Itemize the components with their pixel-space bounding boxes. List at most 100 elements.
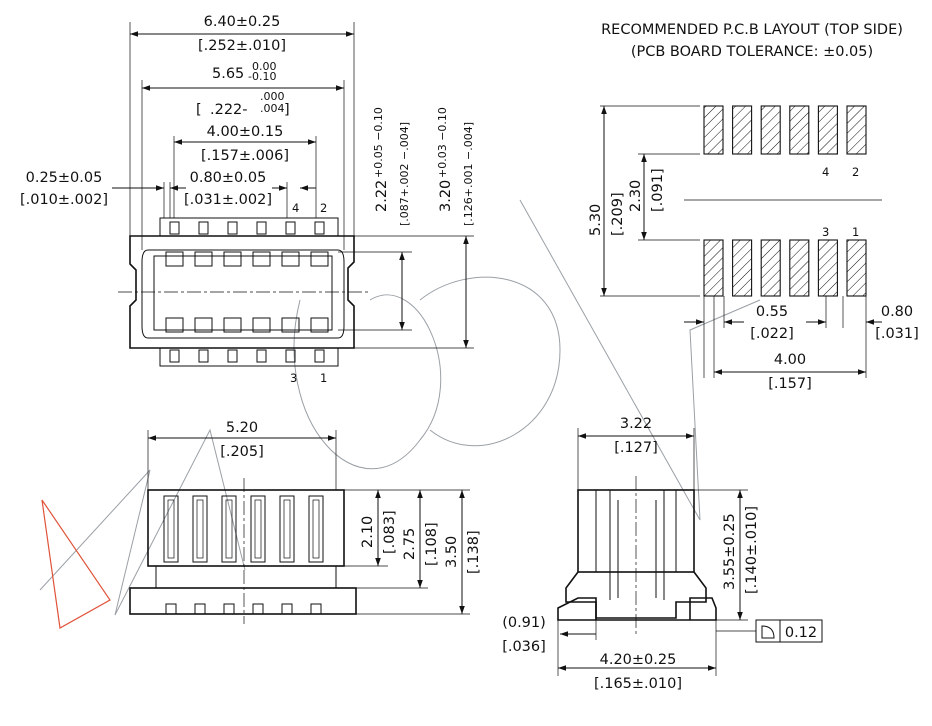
dim-pcb-total-height-inch: [.209] bbox=[610, 192, 626, 236]
svg-text:2.10: 2.10 bbox=[360, 516, 376, 548]
svg-text:-0.10: -0.10 bbox=[248, 70, 276, 83]
bottom-contact-pad bbox=[281, 317, 300, 333]
svg-text:2.75: 2.75 bbox=[402, 528, 418, 560]
top-contact-pad bbox=[194, 251, 213, 267]
front-slot bbox=[163, 495, 179, 563]
profile-of-surface-icon bbox=[761, 625, 775, 639]
svg-text:2.30: 2.30 bbox=[628, 180, 644, 212]
bottom-contact-pad bbox=[310, 317, 329, 333]
svg-text:[.140±.010]: [.140±.010] bbox=[744, 506, 760, 594]
bottom-contact-pad bbox=[223, 317, 242, 333]
dim-height-3-20-inch: [.126+.001 −.004] bbox=[462, 122, 475, 226]
dim-side-base-width: 4.20±0.25 bbox=[600, 652, 677, 668]
front-slot bbox=[221, 495, 237, 563]
bottom-contact-lead bbox=[169, 349, 180, 363]
top-contact-pad bbox=[223, 251, 242, 267]
front-foot bbox=[310, 603, 322, 615]
top-contact-pad bbox=[252, 251, 271, 267]
dim-front-h3-inch: [.138] bbox=[466, 530, 482, 574]
dim-front-h1: 2.10 bbox=[360, 516, 376, 548]
bottom-contact-lead bbox=[227, 349, 238, 363]
top-contact-pad bbox=[281, 251, 300, 267]
pcb-pin-label-3: 3 bbox=[822, 225, 829, 239]
svg-text:.004: .004 bbox=[260, 102, 285, 115]
front-foot bbox=[223, 603, 235, 615]
svg-text:.000: .000 bbox=[260, 90, 285, 103]
top-contact-lead bbox=[314, 221, 325, 235]
top-contact-pad bbox=[310, 251, 329, 267]
dim-pcb-row-gap: 2.30 bbox=[628, 180, 644, 212]
pcb-pad-top bbox=[732, 105, 753, 155]
bottom-contact-pad bbox=[165, 317, 184, 333]
dim-height-2-22-inch: [.087+.002 −.004] bbox=[398, 122, 411, 226]
dim-side-offset-inch: [.036] bbox=[502, 639, 546, 655]
top-view: 6.40±0.25 [.252±.010] 5.65 0.00 -0.10 [ … bbox=[20, 14, 475, 385]
dim-pitch: 0.80±0.05 bbox=[190, 170, 267, 186]
top-view-contacts bbox=[159, 217, 339, 367]
dim-side-height-inch: [.140±.010] bbox=[744, 506, 760, 594]
front-slot-contact bbox=[167, 499, 175, 559]
svg-text:[.138]: [.138] bbox=[466, 530, 482, 574]
front-foot bbox=[281, 603, 293, 615]
top-contact-lead bbox=[256, 221, 267, 235]
pcb-pad-bottom bbox=[760, 239, 781, 297]
dim-pcb-total-height: 5.30 bbox=[588, 204, 604, 236]
pin-label-3: 3 bbox=[290, 371, 297, 385]
svg-text:]: ] bbox=[284, 102, 290, 118]
dim-height-2-22: 2.22 +0.05 −0.10 bbox=[372, 107, 390, 212]
dim-front-width: 5.20 bbox=[226, 420, 258, 436]
dim-height-3-20: 3.20 +0.03 −0.10 bbox=[436, 107, 454, 212]
top-contact-lead bbox=[169, 221, 180, 235]
pcb-pad-bottom bbox=[846, 239, 867, 297]
bottom-contact-pad bbox=[194, 317, 213, 333]
top-contact-lead bbox=[227, 221, 238, 235]
pcb-pad-bottom bbox=[789, 239, 810, 297]
svg-text:+0.03 −0.10: +0.03 −0.10 bbox=[436, 107, 449, 178]
svg-text:3.55±0.25: 3.55±0.25 bbox=[722, 513, 738, 590]
bottom-contact-pad bbox=[252, 317, 271, 333]
dim-overall-width-inch: [.252±.010] bbox=[198, 38, 286, 54]
dim-side-top-width-inch: [.127] bbox=[614, 440, 658, 456]
front-foot bbox=[252, 603, 264, 615]
pcb-pin-label-2: 2 bbox=[852, 165, 859, 179]
svg-text:0.00: 0.00 bbox=[252, 60, 277, 73]
pcb-pad-top bbox=[817, 105, 838, 155]
dim-side-base-width-inch: [.165±.010] bbox=[594, 676, 682, 692]
svg-text:3.50: 3.50 bbox=[444, 536, 460, 568]
bottom-contact-lead bbox=[198, 349, 209, 363]
header-line-1: RECOMMENDED P.C.B LAYOUT (TOP SIDE) bbox=[601, 22, 903, 38]
pcb-pad-bottom bbox=[703, 239, 724, 297]
dim-pcb-span-inch: [.157] bbox=[768, 376, 812, 392]
dim-contact-span: 4.00±0.15 bbox=[207, 124, 284, 140]
dim-lead-width-inch: [.010±.002] bbox=[20, 192, 108, 208]
svg-text:[.108]: [.108] bbox=[424, 522, 440, 566]
pin-label-1: 1 bbox=[320, 371, 327, 385]
pcb-pads bbox=[703, 105, 867, 297]
svg-text:[.091]: [.091] bbox=[650, 168, 666, 212]
svg-text:5.65: 5.65 bbox=[212, 66, 244, 82]
pcb-pin-label-1: 1 bbox=[852, 225, 859, 239]
dim-inner-width: 5.65 0.00 -0.10 bbox=[212, 60, 277, 83]
front-slot-contact bbox=[225, 499, 233, 559]
dim-pcb-pitch: 0.80 bbox=[881, 304, 913, 320]
side-view: 3.22 [.127] 3.55±0.25 [.140±.010] (0.91)… bbox=[502, 416, 823, 692]
dim-side-top-width: 3.22 bbox=[620, 416, 652, 432]
pcb-pad-top bbox=[846, 105, 867, 155]
bottom-contact-lead bbox=[256, 349, 267, 363]
dim-side-height: 3.55±0.25 bbox=[722, 513, 738, 590]
pin-label-4: 4 bbox=[292, 201, 299, 215]
dim-inner-width-inch: [ .222- .000 .004 ] bbox=[196, 90, 290, 118]
header-line-2: (PCB BOARD TOLERANCE: ±0.05) bbox=[631, 44, 873, 60]
dim-pcb-span: 4.00 bbox=[774, 352, 806, 368]
svg-text:.222-: .222- bbox=[210, 102, 248, 118]
bottom-contact-lead bbox=[285, 349, 296, 363]
front-slot-contact bbox=[312, 499, 320, 559]
dim-side-offset: (0.91) bbox=[502, 615, 546, 631]
front-slot-contact bbox=[283, 499, 291, 559]
front-slot bbox=[250, 495, 266, 563]
front-slot bbox=[192, 495, 208, 563]
front-slot bbox=[308, 495, 324, 563]
svg-text:3.20: 3.20 bbox=[438, 180, 454, 212]
svg-text:[.083]: [.083] bbox=[382, 510, 398, 554]
